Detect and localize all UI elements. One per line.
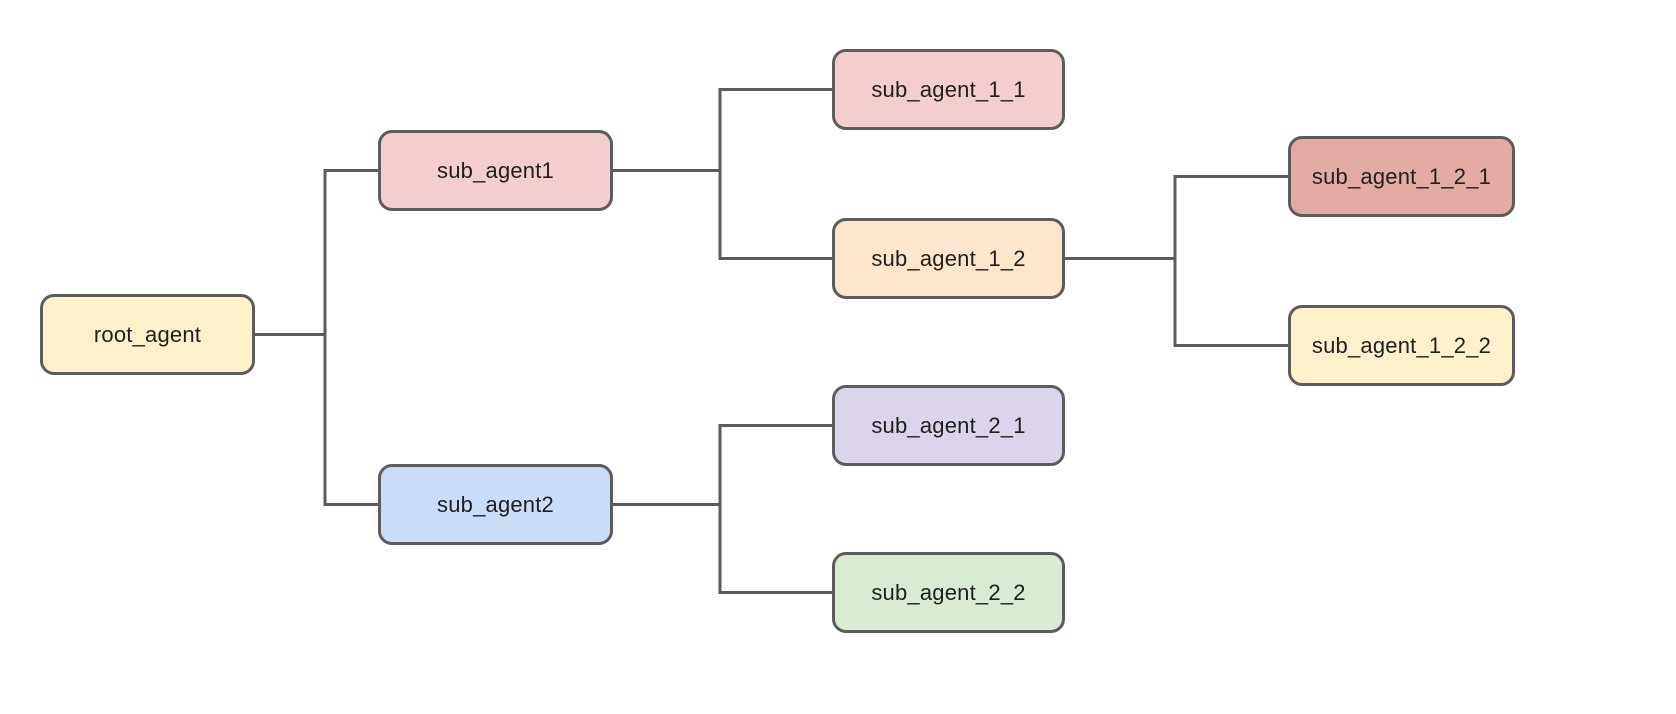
sub_agent_1_2-label: sub_agent_1_2	[871, 245, 1026, 271]
root_agent-label: root_agent	[93, 321, 202, 347]
sub_agent1-node: sub_agent1	[378, 130, 613, 211]
sub_agent_2_2-node: sub_agent_2_2	[832, 552, 1065, 633]
sub_agent_1_1-label: sub_agent_1_1	[871, 76, 1026, 102]
sub_agent_1_1-node: sub_agent_1_1	[832, 49, 1065, 130]
sub_agent2-label: sub_agent2	[437, 491, 554, 517]
sub_agent_2_1-label: sub_agent_2_1	[871, 412, 1026, 438]
sub_agent1-label: sub_agent1	[437, 157, 554, 183]
sub_agent2-node: sub_agent2	[378, 464, 613, 545]
sub_agent_1_2_2-label: sub_agent_1_2_2	[1311, 332, 1492, 358]
sub_agent_2_1-node: sub_agent_2_1	[832, 385, 1065, 466]
root_agent-node: root_agent	[40, 294, 255, 375]
sub_agent_2_2-label: sub_agent_2_2	[871, 579, 1026, 605]
sub_agent_1_2-node: sub_agent_1_2	[832, 218, 1065, 299]
sub_agent_1_2_1-node: sub_agent_1_2_1	[1288, 136, 1515, 217]
sub_agent_1_2_2-node: sub_agent_1_2_2	[1288, 305, 1515, 386]
sub_agent_1_2_1-label: sub_agent_1_2_1	[1311, 163, 1492, 189]
